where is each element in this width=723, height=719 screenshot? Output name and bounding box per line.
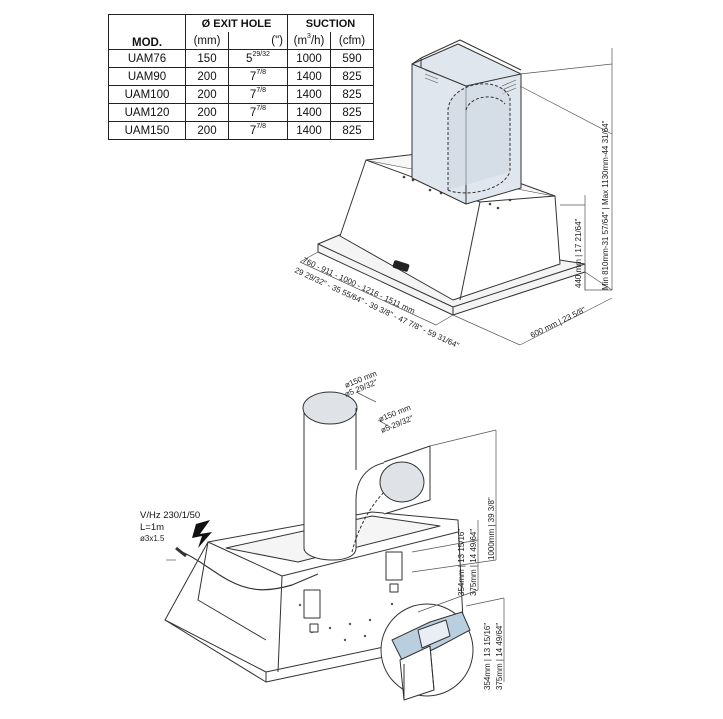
depth-label: 600 mm | 23 5/8" <box>529 305 587 340</box>
cell-inch: 77/8 <box>228 121 288 140</box>
hood-install-view <box>164 391 474 701</box>
electric-bolt-icon <box>192 520 212 548</box>
cell-model: UAM90 <box>108 67 186 86</box>
cell-mm: 200 <box>185 121 229 140</box>
bracket-a-label: 354mm | 13 15/16" <box>457 529 466 596</box>
exit-hole-header: Ø EXIT HOLE <box>185 14 288 32</box>
unit-m3h: (m3/h) <box>287 32 331 50</box>
bracket-b-label: 375mm | 14 49/64" <box>469 529 478 596</box>
electrical-length-label: L=1m <box>140 522 164 533</box>
cell-m3h: 1400 <box>287 67 331 86</box>
electrical-cable-label: ø3x1.5 <box>140 534 165 543</box>
cell-cfm: 590 <box>330 49 374 68</box>
detail-b-label: 375mm | 14 49/64" <box>495 623 504 690</box>
table-row: UAM76 150 529/32 1000 590 <box>108 49 374 68</box>
cell-cfm: 825 <box>330 67 374 86</box>
total-height-label: Min 810mm-31 57/64" | Max 1130mm-44 31/6… <box>601 120 610 290</box>
cell-m3h: 1400 <box>287 121 331 140</box>
detail-a-label: 354mm | 13 15/16" <box>483 623 492 690</box>
table-row: UAM120 200 77/8 1400 825 <box>108 103 374 122</box>
height-label: 440 mm | 17 21/64" <box>574 218 583 288</box>
cell-m3h: 1400 <box>287 85 331 104</box>
cell-cfm: 825 <box>330 103 374 122</box>
suction-header: SUCTION <box>287 14 374 32</box>
top-dimension-lines <box>299 48 613 346</box>
table-row: UAM150 200 77/8 1400 825 <box>108 121 374 140</box>
model-header: MOD. <box>108 14 186 50</box>
duct-height-label: 1000mm | 39 3/8" <box>487 497 496 560</box>
cell-cfm: 825 <box>330 121 374 140</box>
table-row: UAM90 200 77/8 1400 825 <box>108 67 374 86</box>
electrical-voltage-label: V/Hz 230/1/50 <box>140 510 200 521</box>
hood-top-view <box>317 39 586 316</box>
table-header-row: MOD. Ø EXIT HOLE SUCTION <box>108 14 374 50</box>
cell-cfm: 825 <box>330 85 374 104</box>
bottom-dimension-lines <box>166 391 505 682</box>
cell-mm: 200 <box>185 103 229 122</box>
spec-table: MOD. Ø EXIT HOLE SUCTION (mm) (") (m3/h)… <box>108 14 374 140</box>
table-unit-row: (mm) (") (m3/h) (cfm) <box>109 32 374 50</box>
